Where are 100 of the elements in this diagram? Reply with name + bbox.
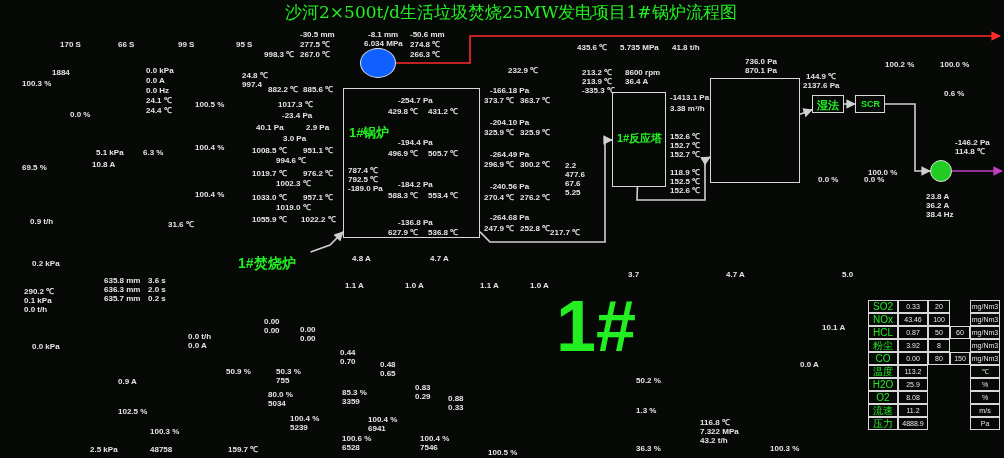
reading-value: 100.3 % [770, 444, 800, 453]
reading-value: 100.6 % [342, 434, 372, 443]
reading-value: 435.6 ℃ [577, 43, 608, 52]
reading-value: 0.00 [300, 334, 316, 343]
reading-value: 0.0 A [800, 360, 819, 369]
steam-drum [360, 48, 396, 78]
reading-value: 247.9 ℃ [484, 224, 515, 233]
flow-arrow [951, 166, 1003, 176]
reading-value: 100.3 % [150, 427, 180, 436]
reading-value: 24.1 ℃ [146, 96, 172, 105]
reading-value: 0.00 [264, 326, 280, 335]
table-cell: SO2 [868, 300, 898, 313]
unit-name: 1#锅炉 [349, 124, 390, 142]
reading-value: 0.83 [415, 383, 431, 392]
reading-value: 2137.6 Pa [803, 81, 840, 90]
flow-arrow [843, 99, 856, 109]
reading-value: 100.0 % [940, 60, 970, 69]
reading-value: 325.9 ℃ [520, 128, 551, 137]
reading-value: 1002.3 ℃ [276, 179, 311, 188]
reading-value: 38.4 Hz [926, 210, 954, 219]
reading-value: 85.3 % [342, 388, 367, 397]
reading-value: 5.1 kPa [96, 148, 124, 157]
reading-value: 994.6 ℃ [276, 156, 307, 165]
reading-value: 0.29 [415, 392, 431, 401]
reading-value: 290.2 ℃ [24, 287, 55, 296]
reading-value: 252.8 ℃ [520, 224, 551, 233]
reading-value: 0.6 % [944, 89, 965, 98]
reading-value: 3359 [342, 397, 360, 406]
reading-value: 36.3 % [636, 444, 661, 453]
reading-value: 0.0 t/h [24, 305, 48, 314]
reading-value: 300.2 ℃ [520, 160, 551, 169]
reading-value: 431.2 ℃ [428, 107, 459, 116]
reading-value: 0.70 [340, 357, 356, 366]
reading-value: 31.6 ℃ [168, 220, 194, 229]
reading-value: 0.33 [448, 403, 464, 412]
reading-value: 1019.7 ℃ [252, 169, 287, 178]
reading-value: 588.3 ℃ [388, 191, 419, 200]
reading-value: 0.00 [300, 325, 316, 334]
reactor-tower [612, 92, 666, 187]
reading-value: 23.8 A [926, 192, 950, 201]
reading-value: 1.1 A [345, 281, 364, 290]
reading-value: 1.3 % [636, 406, 657, 415]
reading-value: 7546 [420, 443, 438, 452]
reading-value: 267.0 ℃ [300, 50, 331, 59]
reading-value: 0.0 A [188, 341, 207, 350]
flow-arrow [799, 108, 813, 118]
reading-value: -240.56 Pa [490, 182, 530, 191]
reading-value: 635.8 mm [104, 276, 141, 285]
table-cell: CO [868, 352, 898, 365]
reading-value: 5034 [268, 399, 286, 408]
reading-value: 213.9 ℃ [582, 77, 613, 86]
reading-value: -50.6 mm [410, 30, 445, 39]
reading-value: 114.8 ℃ [955, 147, 985, 156]
diagram-title: 沙河2×500t/d生活垃圾焚烧25MW发电项目1#锅炉流程图 [285, 1, 737, 24]
reading-value: 4.8 A [352, 254, 371, 263]
reading-value: -189.0 Pa [348, 184, 383, 193]
reading-value: 6941 [368, 424, 386, 433]
reading-value: -30.5 mm [300, 30, 335, 39]
reading-value: 755 [276, 376, 290, 385]
reading-value: 8600 rpm [625, 68, 661, 77]
reading-value: 2.2 [565, 161, 577, 170]
table-cell: HCL [868, 326, 898, 339]
reading-value: 10.1 A [822, 323, 846, 332]
reading-value: 100.5 % [195, 100, 225, 109]
reading-value: 1008.5 ℃ [252, 146, 287, 155]
reading-value: 100.0 % [868, 168, 898, 177]
reading-value: 0.9 t/h [30, 217, 54, 226]
reading-value: 5.25 [565, 188, 581, 197]
reading-value: -194.4 Pa [398, 138, 433, 147]
reading-value: 0.0 % [864, 175, 885, 184]
reading-value: 0.0 A [146, 76, 165, 85]
unit-name: 1#反应塔 [617, 131, 663, 146]
reading-value: 0.0 Hz [146, 86, 170, 95]
process-box [812, 95, 844, 113]
reading-value: -184.2 Pa [398, 180, 433, 189]
reading-value: 5239 [290, 423, 308, 432]
reading-value: 100.4 % [420, 434, 450, 443]
reading-value: 496.9 ℃ [388, 149, 419, 158]
reading-value: 41.8 t/h [672, 43, 700, 52]
reading-value: -204.10 Pa [490, 118, 530, 127]
reading-value: 882.2 ℃ [268, 85, 299, 94]
reading-value: 627.9 ℃ [388, 228, 419, 237]
flow-arrow [884, 103, 931, 176]
reading-value: 1884 [52, 68, 70, 77]
reading-value: 1.0 A [405, 281, 424, 290]
reading-value: 67.6 [565, 179, 581, 188]
boiler-box [343, 88, 480, 238]
unit-number: 1# [556, 288, 637, 364]
reading-value: 100.3 % [22, 79, 52, 88]
reading-value: 636.3 mm [104, 285, 141, 294]
baghouse-filter [710, 78, 800, 183]
reading-value: 36.4 A [625, 77, 649, 86]
reading-value: 2.5 kPa [90, 445, 118, 454]
flow-arrow [309, 231, 344, 253]
reading-value: 99 S [178, 40, 195, 49]
reading-value: 80.0 % [268, 390, 293, 399]
reading-value: 0.0 t/h [188, 332, 212, 341]
reading-value: 0.2 kPa [32, 259, 60, 268]
reading-value: 100.4 % [195, 143, 225, 152]
reading-value: 2.9 Pa [306, 123, 330, 132]
